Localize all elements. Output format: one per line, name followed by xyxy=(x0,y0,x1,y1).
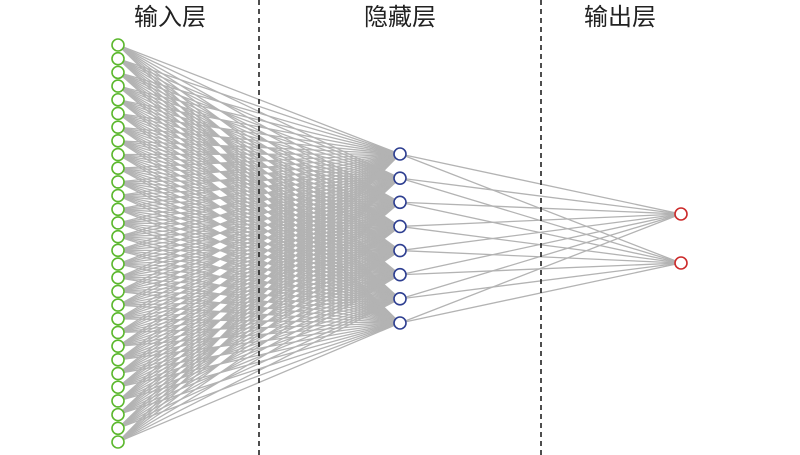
hidden-neuron xyxy=(393,171,407,185)
input-neuron xyxy=(111,202,125,217)
input-neuron xyxy=(111,380,125,395)
input-neuron xyxy=(111,161,125,176)
input-neuron xyxy=(111,147,125,162)
connection-line xyxy=(117,201,401,334)
hidden-neuron xyxy=(393,219,407,234)
connection-line xyxy=(117,153,401,169)
input-neuron xyxy=(111,229,125,244)
connection-line xyxy=(117,126,401,155)
input-neuron xyxy=(111,366,125,381)
input-neuron xyxy=(111,421,125,436)
input-neuron xyxy=(111,353,125,367)
connection-line xyxy=(117,153,401,224)
connection-line xyxy=(117,177,401,416)
input-neuron xyxy=(111,311,125,326)
input-layer-title: 输入层 xyxy=(134,3,206,31)
input-neuron xyxy=(111,92,125,107)
input-neuron xyxy=(111,188,125,203)
connection-line xyxy=(117,153,401,402)
input-neuron xyxy=(111,79,125,93)
hidden-layer-title: 隐藏层 xyxy=(364,3,436,31)
connection-line xyxy=(117,153,401,183)
hidden-neuron xyxy=(393,267,407,282)
input-neuron xyxy=(111,298,125,312)
hidden-neuron xyxy=(393,195,407,210)
hidden-neuron xyxy=(393,292,407,306)
connection-line xyxy=(117,153,401,238)
connection-line xyxy=(117,177,401,361)
connection-line xyxy=(117,112,401,155)
connection-line xyxy=(117,274,401,443)
connection-line xyxy=(399,213,682,252)
input-neuron xyxy=(111,284,125,299)
input-neuron xyxy=(111,106,125,121)
hidden-neuron xyxy=(393,147,407,161)
layer-dividers xyxy=(258,0,542,455)
connection-line xyxy=(117,177,401,375)
connection-lines xyxy=(117,44,682,443)
connection-line xyxy=(117,153,401,347)
hidden-neuron xyxy=(393,316,407,330)
connection-line xyxy=(117,201,401,388)
input-neuron xyxy=(111,435,125,449)
connection-line xyxy=(117,201,401,375)
input-neuron xyxy=(111,394,125,408)
connection-line xyxy=(117,201,401,443)
input-neuron xyxy=(111,175,125,189)
connection-line xyxy=(117,71,401,155)
connection-line xyxy=(117,153,401,292)
input-neuron xyxy=(111,65,125,80)
input-neuron xyxy=(111,325,125,340)
output-neuron xyxy=(674,207,688,221)
connection-line xyxy=(399,177,682,215)
input-neuron xyxy=(111,216,125,230)
input-neuron xyxy=(111,407,125,422)
output-neuron xyxy=(674,256,688,270)
connection-line xyxy=(117,153,401,416)
input-neuron xyxy=(111,120,125,134)
input-neuron xyxy=(111,51,125,66)
input-neuron xyxy=(111,134,125,148)
output-layer-title: 输出层 xyxy=(584,3,656,31)
input-neuron xyxy=(111,243,125,258)
input-neuron xyxy=(111,257,125,271)
hidden-neuron xyxy=(393,243,407,258)
connection-line xyxy=(117,153,401,279)
input-neuron xyxy=(111,270,125,285)
connection-line xyxy=(399,213,682,324)
neurons xyxy=(111,38,688,449)
input-neuron xyxy=(111,339,125,353)
connection-line xyxy=(117,58,401,155)
connection-line xyxy=(117,177,401,429)
input-neuron xyxy=(111,38,125,52)
